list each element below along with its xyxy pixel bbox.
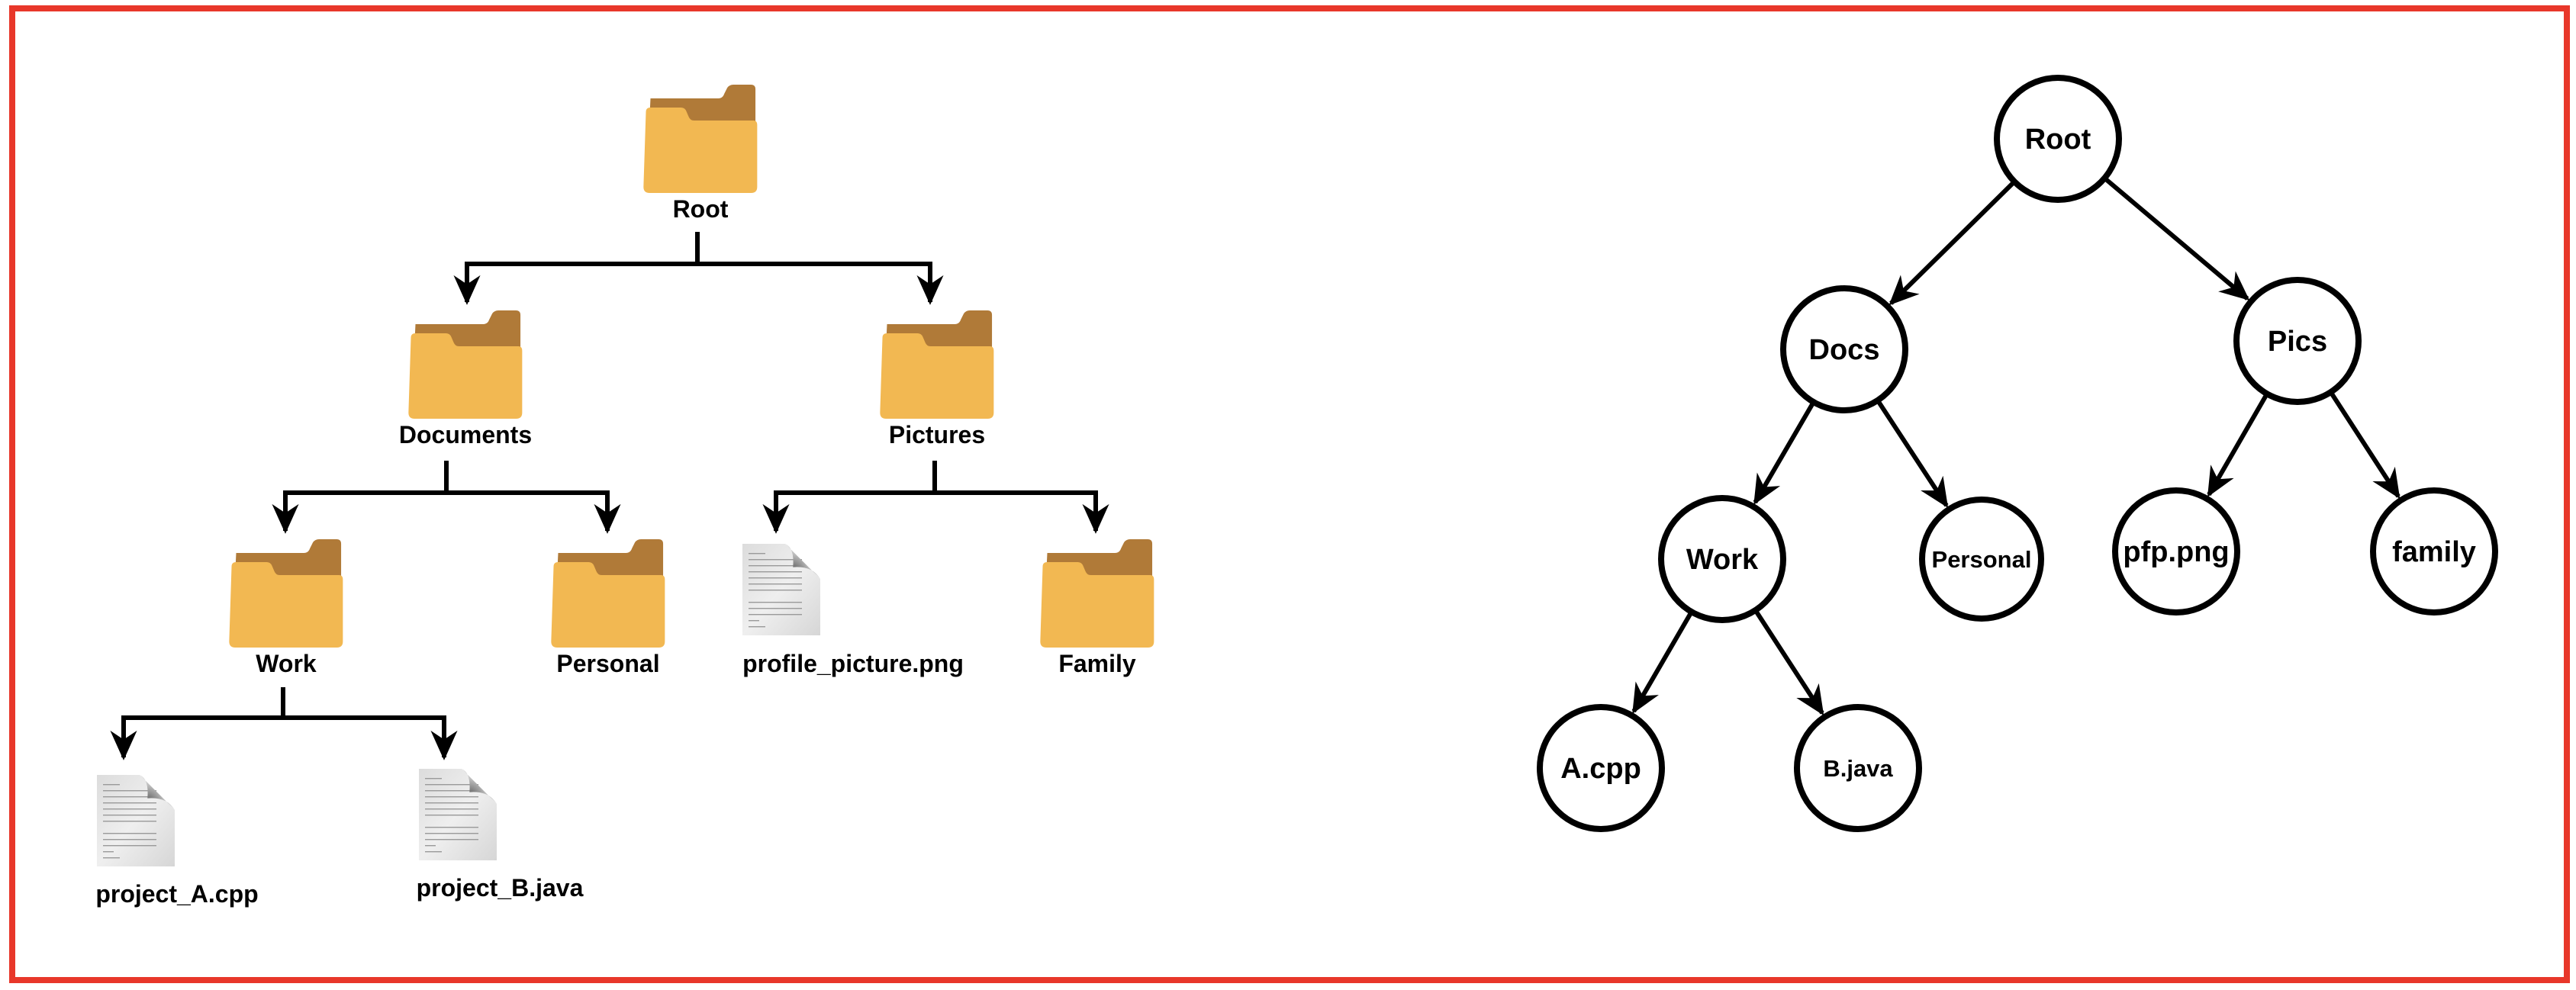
node-circle — [1780, 285, 1908, 413]
edge-docs-to-work — [1753, 402, 1815, 506]
edge-pics-to-family — [2330, 392, 2401, 500]
circle-node-docs[interactable]: Docs — [1780, 285, 1908, 413]
tree-node-project_a[interactable]: project_A.cpp — [95, 775, 259, 908]
folder-icon — [408, 310, 523, 419]
tree-node-root[interactable]: Root — [643, 85, 758, 223]
node-circle — [2370, 487, 2498, 616]
edge-root-to-docs — [1889, 181, 2015, 306]
node-label: profile_picture.png — [742, 650, 964, 677]
node-label: pfp.png — [2123, 536, 2229, 568]
circle-node-a_cpp[interactable]: A.cpp — [1537, 704, 1665, 832]
node-label: Pics — [2268, 326, 2327, 358]
node-circle — [1537, 704, 1665, 832]
tree-node-personal[interactable]: Personal — [551, 539, 665, 677]
node-label: family — [2392, 536, 2476, 568]
edge-root-to-pics — [2104, 177, 2250, 301]
node-circle — [1794, 704, 1922, 832]
node-circle — [2112, 487, 2240, 616]
node-label: Family — [1058, 650, 1136, 677]
edge-work-to-b_java — [1754, 610, 1824, 716]
red-frame-border — [9, 5, 2570, 983]
folder-icon — [880, 310, 994, 419]
node-label: Pictures — [889, 421, 985, 448]
node-label: Personal — [1932, 546, 2032, 573]
edge-docs-to-personal — [1876, 400, 1949, 508]
folder-icon — [1040, 539, 1154, 648]
circle-node-pfp[interactable]: pfp.png — [2112, 487, 2240, 616]
edges — [1631, 177, 2401, 716]
circle-node-family[interactable]: family — [2370, 487, 2498, 616]
node-label: Root — [673, 195, 729, 223]
tree-node-pictures[interactable]: Pictures — [880, 310, 994, 448]
node-label: project_A.cpp — [95, 880, 258, 908]
folder-icon — [229, 539, 343, 648]
node-label: B.java — [1823, 755, 1893, 782]
tree-node-work[interactable]: Work — [229, 539, 343, 677]
node-label: Root — [2025, 124, 2091, 156]
tree-node-project_b[interactable]: project_B.java — [417, 769, 584, 902]
connector-pictures — [762, 461, 1109, 534]
connector-root — [453, 232, 944, 305]
circle-node-b_java[interactable]: B.java — [1794, 704, 1922, 832]
edge-work-to-a_cpp — [1631, 612, 1693, 714]
circle-node-root[interactable]: Root — [1994, 75, 2122, 203]
circle-node-work[interactable]: Work — [1658, 495, 1786, 623]
tree-node-family[interactable]: Family — [1040, 539, 1154, 677]
node-label: Docs — [1809, 334, 1880, 366]
node-label: project_B.java — [417, 874, 584, 902]
edge-pics-to-pfp — [2207, 394, 2268, 497]
tree-node-profile_picture[interactable]: profile_picture.png — [742, 543, 964, 677]
node-circle — [1994, 75, 2122, 203]
node-label: Work — [256, 650, 317, 677]
node-circle — [1658, 495, 1786, 623]
circle-node-pics[interactable]: Pics — [2233, 277, 2362, 405]
node-label: Work — [1686, 544, 1759, 576]
node-label: A.cpp — [1560, 753, 1641, 785]
connector-work — [110, 687, 458, 760]
folder-icon — [643, 85, 758, 193]
connector-documents — [272, 461, 621, 534]
folder-icon — [551, 539, 665, 648]
file-icon — [742, 543, 820, 635]
circle-node-personal[interactable]: Personal — [1919, 497, 2044, 622]
file-icon — [97, 775, 175, 866]
file-icon — [419, 769, 497, 860]
node-circle — [2233, 277, 2362, 405]
node-label: Documents — [399, 421, 532, 448]
tree-node-documents[interactable]: Documents — [399, 310, 532, 448]
node-label: Personal — [556, 650, 659, 677]
node-circle — [1919, 497, 2044, 622]
